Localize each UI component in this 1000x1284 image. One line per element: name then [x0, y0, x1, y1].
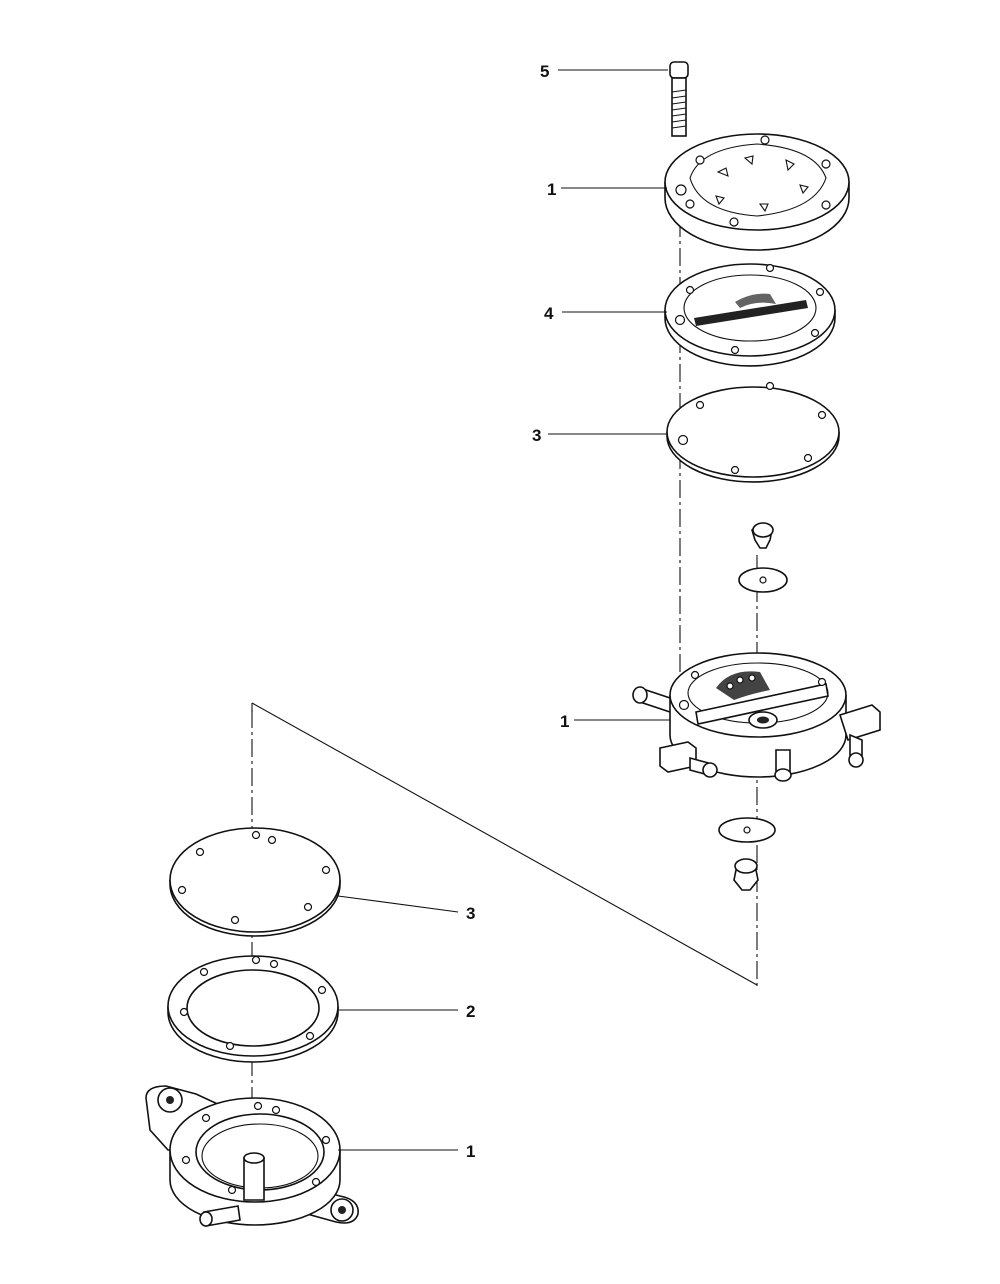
diaphragm-part-3-lower	[169, 827, 341, 937]
callout-1-body: 1	[560, 712, 569, 731]
base-housing-part-1	[145, 1085, 359, 1227]
callout-1-base: 1	[466, 1142, 475, 1161]
valve-and-washer-lower	[718, 817, 776, 891]
callout-3-lower: 3	[466, 904, 475, 923]
pump-body-part-1	[632, 652, 881, 782]
gasket-part-2	[167, 955, 339, 1063]
bolt-part-5	[669, 61, 689, 137]
valve-and-washer-upper	[738, 522, 788, 593]
callout-leaders	[337, 69, 670, 1151]
callout-3-upper: 3	[532, 426, 541, 445]
callout-1-cover: 1	[547, 180, 556, 199]
diaphragm-part-3-upper	[666, 381, 840, 483]
callout-4: 4	[544, 304, 554, 323]
valve-plate-part-4	[664, 263, 836, 367]
callout-5: 5	[540, 62, 549, 81]
callout-2: 2	[466, 1002, 475, 1021]
cover-plate-part-1	[664, 133, 850, 251]
